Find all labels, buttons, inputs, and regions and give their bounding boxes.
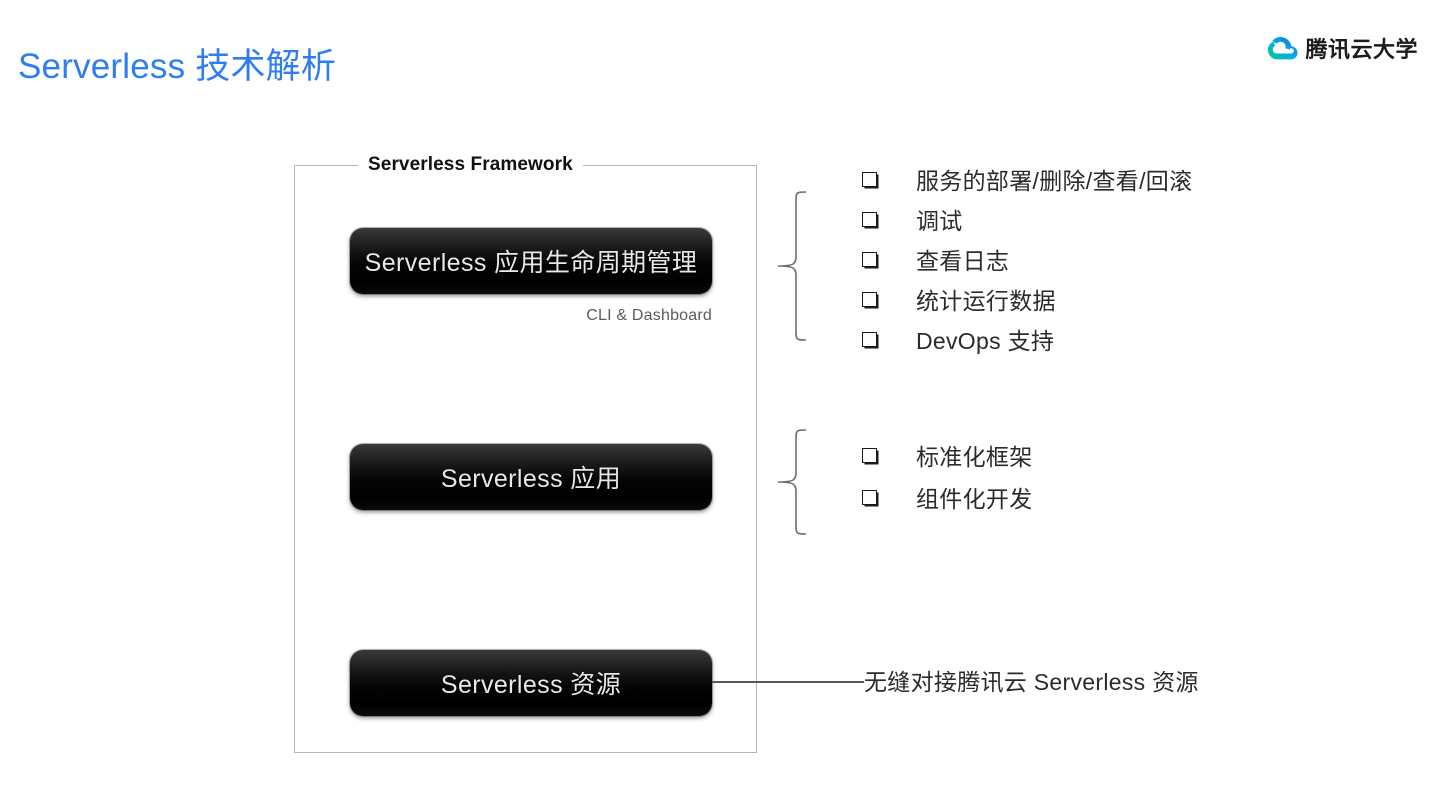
serverless-resource-box-label: Serverless 资源: [440, 671, 622, 699]
serverless-lifecycle-box-label: Serverless 应用生命周期管理: [364, 249, 698, 277]
resource-note-label: 无缝对接腾讯云 Serverless 资源: [864, 669, 1199, 695]
tencent-cloud-logo-icon: [1268, 36, 1298, 59]
serverless-application-box-label: Serverless 应用: [440, 465, 622, 493]
list-item: DevOps 支持: [862, 328, 1192, 354]
list-item-label: DevOps 支持: [916, 328, 1055, 354]
serverless-framework-group-label: Serverless Framework: [358, 152, 583, 178]
cli-dashboard-label: CLI & Dashboard: [586, 307, 712, 324]
list-item: 查看日志: [862, 248, 1192, 274]
list-item-label: 统计运行数据: [916, 288, 1056, 314]
application-brace-icon: [777, 429, 807, 535]
brand-name: 腾讯云大学: [1305, 37, 1418, 62]
brand-logo-group: 腾讯云大学: [1268, 32, 1418, 64]
list-item-label: 服务的部署/删除/查看/回滚: [916, 168, 1193, 194]
square-outline-bullet-icon: [862, 288, 916, 314]
list-item-label: 查看日志: [916, 248, 1010, 274]
lifecycle-feature-list: 服务的部署/删除/查看/回滚 调试 查看日志 统计运行数据 DevOps 支持: [862, 168, 1192, 368]
list-item-label: 调试: [916, 208, 963, 234]
square-outline-bullet-icon: [862, 486, 916, 512]
square-outline-bullet-icon: [862, 208, 916, 234]
resource-connector-line: [712, 681, 864, 683]
list-item: 标准化框架: [862, 444, 1033, 470]
square-outline-bullet-icon: [862, 248, 916, 274]
square-outline-bullet-icon: [862, 328, 916, 354]
page-title: Serverless 技术解析: [18, 47, 337, 86]
list-item: 统计运行数据: [862, 288, 1192, 314]
application-feature-list: 标准化框架 组件化开发: [862, 444, 1033, 528]
serverless-resource-box[interactable]: Serverless 资源: [350, 650, 712, 716]
list-item-label: 组件化开发: [916, 486, 1033, 512]
serverless-lifecycle-box[interactable]: Serverless 应用生命周期管理: [350, 228, 712, 294]
serverless-application-box[interactable]: Serverless 应用: [350, 444, 712, 510]
square-outline-bullet-icon: [862, 168, 916, 194]
square-outline-bullet-icon: [862, 444, 916, 470]
list-item: 服务的部署/删除/查看/回滚: [862, 168, 1192, 194]
list-item: 组件化开发: [862, 486, 1033, 512]
list-item: 调试: [862, 208, 1192, 234]
lifecycle-brace-icon: [777, 191, 807, 341]
list-item-label: 标准化框架: [916, 444, 1033, 470]
